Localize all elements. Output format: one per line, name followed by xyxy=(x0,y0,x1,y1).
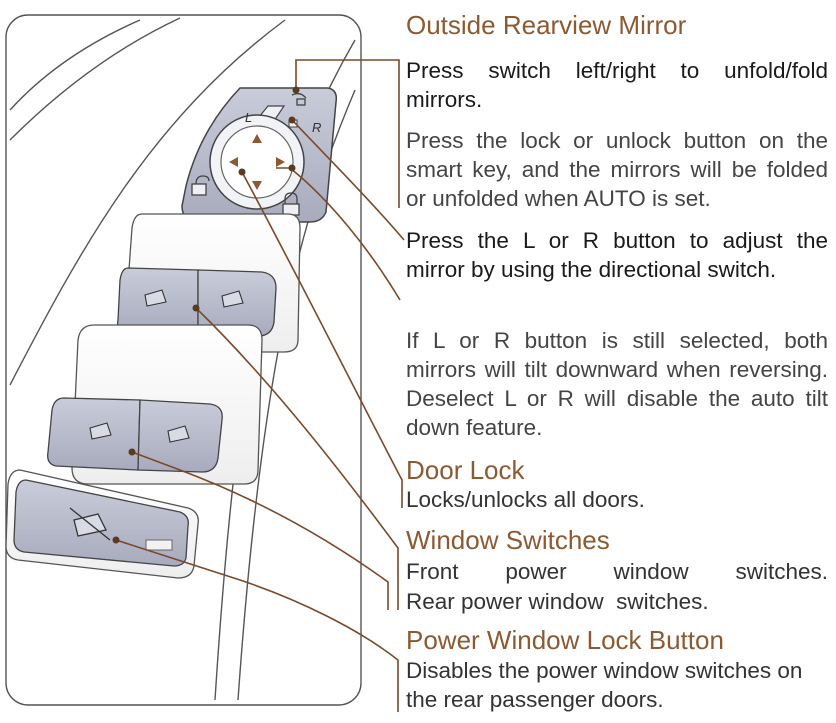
window-lock-description: Disables the power window switches on th… xyxy=(406,658,803,712)
front-window-switches-text: Front power window switches. xyxy=(406,559,828,584)
leader-lines xyxy=(115,59,405,712)
unlock-icon[interactable] xyxy=(191,175,210,196)
panel-contour-left xyxy=(9,19,286,386)
leader-rear-windows xyxy=(131,451,389,610)
leader-outside-mirror xyxy=(295,59,400,208)
window-switches-title: Window Switches xyxy=(406,525,610,555)
arrow-right-icon xyxy=(276,157,285,167)
leader-fold-switch xyxy=(293,121,405,241)
mirror-right-label[interactable]: R xyxy=(312,120,321,135)
outside-mirror-title: Outside Rearview Mirror xyxy=(406,10,687,40)
auto-fold-note: Press the lock or unlock button on the s… xyxy=(406,128,828,211)
tilt-note: If L or R button is still selected, both… xyxy=(406,328,828,440)
window-icon xyxy=(144,289,244,308)
adjust-instruction: Press the L or R button to adjust the mi… xyxy=(406,228,828,282)
window-lock-icon xyxy=(69,507,111,541)
arrow-left-icon xyxy=(229,157,238,167)
leader-directional-switch xyxy=(276,167,401,301)
window-lock-indicator xyxy=(145,539,173,551)
panel-frame xyxy=(5,14,362,706)
mirror-left-label[interactable]: L xyxy=(245,110,252,125)
mirror-control-cluster: L R xyxy=(181,87,338,223)
leader-window-lock xyxy=(115,539,399,712)
fold-instruction: Press switch left/right to unfold/fold m… xyxy=(406,58,828,112)
window-lock-button-group xyxy=(5,469,199,579)
door-lock-title: Door Lock xyxy=(406,455,525,485)
leader-door-lock xyxy=(241,171,403,508)
arrow-up-icon xyxy=(252,134,262,143)
rear-window-switches-text: Rear power window switches. xyxy=(406,589,709,614)
panel-contour-top-2 xyxy=(9,17,181,141)
leader-front-windows xyxy=(195,307,399,610)
panel-contour-top xyxy=(9,19,141,111)
directional-switch-pad[interactable] xyxy=(220,125,294,199)
window-lock-title: Power Window Lock Button xyxy=(406,625,724,655)
window-icon xyxy=(89,422,190,443)
fold-icon xyxy=(291,92,307,106)
door-lock-description: Locks/unlocks all doors. xyxy=(406,487,645,512)
arrow-down-icon xyxy=(252,181,262,190)
rear-window-switches xyxy=(47,324,263,485)
leader-dots xyxy=(112,86,300,544)
